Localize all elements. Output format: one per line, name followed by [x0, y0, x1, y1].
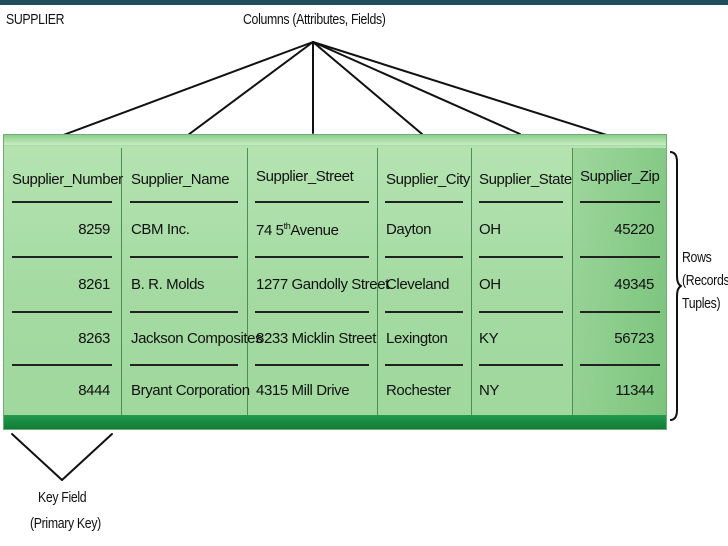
- row-separator: [385, 364, 463, 366]
- header-supplier-state: Supplier_State: [479, 171, 572, 188]
- pointer-line-col-1: [57, 41, 314, 138]
- pointer-line-col-6: [312, 41, 617, 139]
- row-3-state: KY: [479, 330, 499, 347]
- pointer-line-col-2: [187, 41, 314, 136]
- row-separator: [12, 364, 112, 366]
- row-3-city: Lexington: [386, 330, 448, 347]
- row-2-number: 8261: [78, 276, 110, 293]
- row-3-street: 8233 Micklin Street: [256, 330, 376, 347]
- row-separator: [385, 311, 463, 313]
- column-shade-zip: [572, 148, 666, 416]
- key-pointer-left: [11, 433, 63, 481]
- row-separator: [12, 201, 112, 203]
- column-divider: [121, 148, 122, 416]
- row-separator: [255, 256, 369, 258]
- row-2-name: B. R. Molds: [131, 276, 205, 293]
- row-4-name: Bryant Corporation: [131, 382, 250, 399]
- row-separator: [385, 256, 463, 258]
- row-separator: [255, 201, 369, 203]
- key-pointer-right: [61, 433, 113, 481]
- row-separator: [130, 256, 238, 258]
- column-divider: [572, 148, 573, 416]
- row-1-street: 74 5th Avenue: [256, 221, 339, 239]
- row-2-street: 1277 Gandolly Street: [256, 276, 389, 293]
- row-1-name: CBM Inc.: [131, 221, 190, 238]
- row-2-city: Cleveland: [386, 276, 450, 293]
- table-top-edge: [4, 135, 666, 146]
- pointer-line-col-5: [312, 41, 521, 135]
- header-supplier-street: Supplier_Street: [256, 168, 354, 185]
- row-separator: [580, 201, 660, 203]
- rows-label-line-2: (Records,: [682, 272, 728, 289]
- table-bottom-edge: [4, 415, 666, 429]
- header-supplier-city: Supplier_City: [386, 171, 471, 188]
- row-2-zip: 49345: [614, 276, 654, 293]
- rows-label-line-3: Tuples): [682, 295, 721, 312]
- columns-label: Columns (Attributes, Fields): [243, 11, 386, 28]
- header-supplier-zip: Supplier_Zip: [580, 168, 660, 185]
- header-supplier-number: Supplier_Number: [12, 171, 123, 188]
- row-separator: [130, 311, 238, 313]
- row-3-zip: 56723: [614, 330, 654, 347]
- row-separator: [479, 201, 563, 203]
- row-1-number: 8259: [78, 221, 110, 238]
- table-name-label: SUPPLIER: [6, 11, 65, 28]
- key-field-label-line-1: Key Field: [38, 489, 87, 506]
- supplier-table: Supplier_Number Supplier_Name Supplier_S…: [3, 134, 667, 430]
- row-4-zip: 11344: [615, 382, 654, 399]
- row-separator: [479, 364, 563, 366]
- row-separator: [580, 364, 660, 366]
- row-separator: [580, 256, 660, 258]
- row-1-state: OH: [479, 221, 501, 238]
- row-separator: [255, 364, 369, 366]
- column-divider: [471, 148, 472, 416]
- row-separator: [479, 311, 563, 313]
- key-field-label-line-2: (Primary Key): [30, 515, 101, 532]
- row-separator: [479, 256, 563, 258]
- row-1-zip: 45220: [614, 221, 654, 238]
- row-4-city: Rochester: [386, 382, 451, 399]
- row-separator: [130, 364, 238, 366]
- column-divider: [247, 148, 248, 416]
- row-4-number: 8444: [78, 382, 110, 399]
- row-1-city: Dayton: [386, 221, 432, 238]
- row-separator: [12, 256, 112, 258]
- rows-brace: [669, 151, 682, 421]
- row-separator: [385, 201, 463, 203]
- top-bar: [0, 0, 728, 5]
- row-4-state: NY: [479, 382, 500, 399]
- row-4-street: 4315 Mill Drive: [256, 382, 350, 399]
- row-separator: [130, 201, 238, 203]
- row-separator: [12, 311, 112, 313]
- row-2-state: OH: [479, 276, 501, 293]
- row-3-number: 8263: [78, 330, 110, 347]
- row-separator: [255, 311, 369, 313]
- header-supplier-name: Supplier_Name: [131, 171, 230, 188]
- column-divider: [377, 148, 378, 416]
- row-3-name: Jackson Composites: [131, 330, 263, 347]
- row-separator: [580, 311, 660, 313]
- pointer-line-col-4: [312, 41, 423, 135]
- rows-label-line-1: Rows: [682, 249, 712, 266]
